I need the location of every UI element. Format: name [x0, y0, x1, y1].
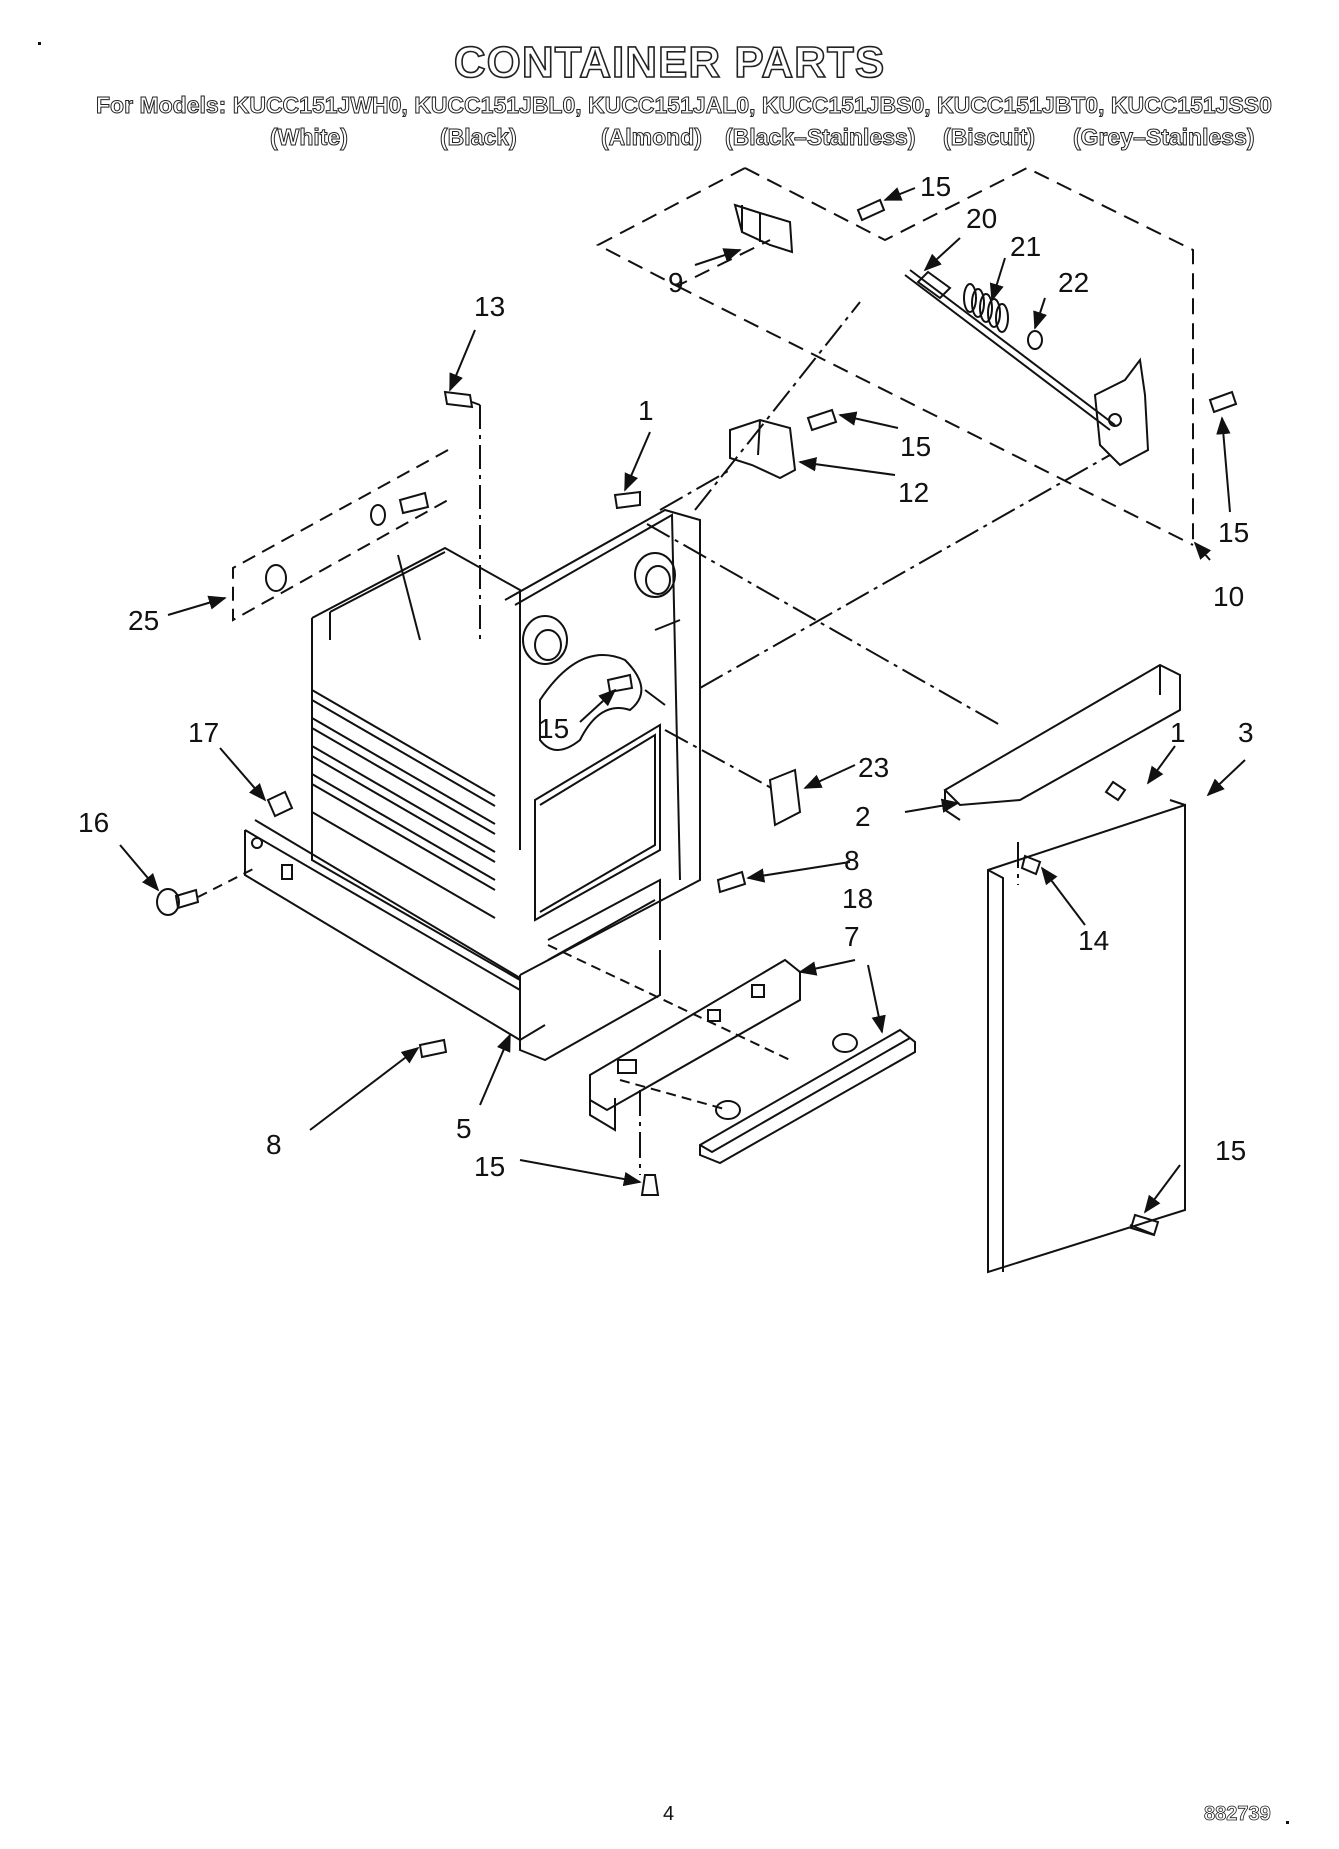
- callout-9: 9: [668, 267, 684, 298]
- callout-12: 12: [898, 477, 929, 508]
- color-label-almond: (Almond): [601, 124, 703, 151]
- color-label-biscuit: (Biscuit): [943, 124, 1036, 151]
- callout-15-panel: 15: [538, 713, 569, 744]
- callout-numbers: 15 20 21 22 9 13 1 15 12 15 10 25 15 23 …: [78, 171, 1254, 1182]
- callout-1-right: 1: [1170, 717, 1186, 748]
- callout-7: 7: [844, 921, 860, 952]
- lower-tray-guide: [519, 878, 661, 1062]
- footer-period-mark: [1286, 1821, 1289, 1824]
- part-18-kick-panel: [589, 958, 801, 1132]
- callout-18: 18: [842, 883, 873, 914]
- color-label-white: (White): [270, 124, 349, 151]
- callout-17: 17: [188, 717, 219, 748]
- fasteners: [418, 198, 1238, 1237]
- callout-23: 23: [858, 752, 889, 783]
- callout-arrows: [119, 187, 1246, 1214]
- callout-22: 22: [1058, 267, 1089, 298]
- callout-3: 3: [1238, 717, 1254, 748]
- color-label-grey-stainless: (Grey–Stainless): [1073, 124, 1256, 151]
- part-7-drawer-front: [699, 1028, 916, 1165]
- callout-15-bracket: 15: [900, 431, 931, 462]
- part-9-bracket: [733, 203, 794, 254]
- part-5-container-housing: [311, 546, 521, 981]
- callout-1-top: 1: [638, 395, 654, 426]
- margin-mark: [38, 42, 41, 45]
- callout-15-door: 15: [1215, 1135, 1246, 1166]
- part-13-stud: [443, 390, 481, 645]
- rod-spring-assembly: [904, 269, 1150, 467]
- base-rail: [244, 819, 546, 1042]
- callout-15-top: 15: [920, 171, 951, 202]
- callout-2: 2: [855, 801, 871, 832]
- back-panel: [504, 508, 701, 976]
- callout-10: 10: [1213, 581, 1244, 612]
- part-25-bumper-washer: [265, 491, 430, 592]
- color-label-black-stainless: (Black–Stainless): [724, 124, 916, 151]
- page-number: 4: [663, 1803, 675, 1825]
- callout-5: 5: [456, 1113, 472, 1144]
- models-line: For Models: KUCC151JWH0, KUCC151JBL0, KU…: [96, 92, 1273, 119]
- callout-8-upper: 8: [844, 845, 860, 876]
- callout-8-lower: 8: [266, 1129, 282, 1160]
- document-code: 882739: [1204, 1803, 1272, 1826]
- top-assembly-dashed-box: [595, 166, 1194, 546]
- callout-15-bottom: 15: [474, 1151, 505, 1182]
- callout-25: 25: [128, 605, 159, 636]
- callout-14: 14: [1078, 925, 1109, 956]
- dash-dot-leaders: [639, 301, 1156, 1236]
- callout-21: 21: [1010, 231, 1041, 262]
- part-3-door-panel: [987, 799, 1186, 1274]
- part-12-bracket: [729, 418, 797, 480]
- callout-13: 13: [474, 291, 505, 322]
- callout-16: 16: [78, 807, 109, 838]
- part-2-top-trim: [943, 663, 1181, 821]
- color-label-black: (Black): [440, 124, 518, 151]
- part-23-hinge: [768, 768, 802, 827]
- callout-20: 20: [966, 203, 997, 234]
- page-title: CONTAINER PARTS: [453, 37, 886, 88]
- part-16-screw: [156, 888, 200, 916]
- part-17-clip: [266, 790, 294, 818]
- part-25-dashed-box: [232, 449, 449, 622]
- callout-15-right: 15: [1218, 517, 1249, 548]
